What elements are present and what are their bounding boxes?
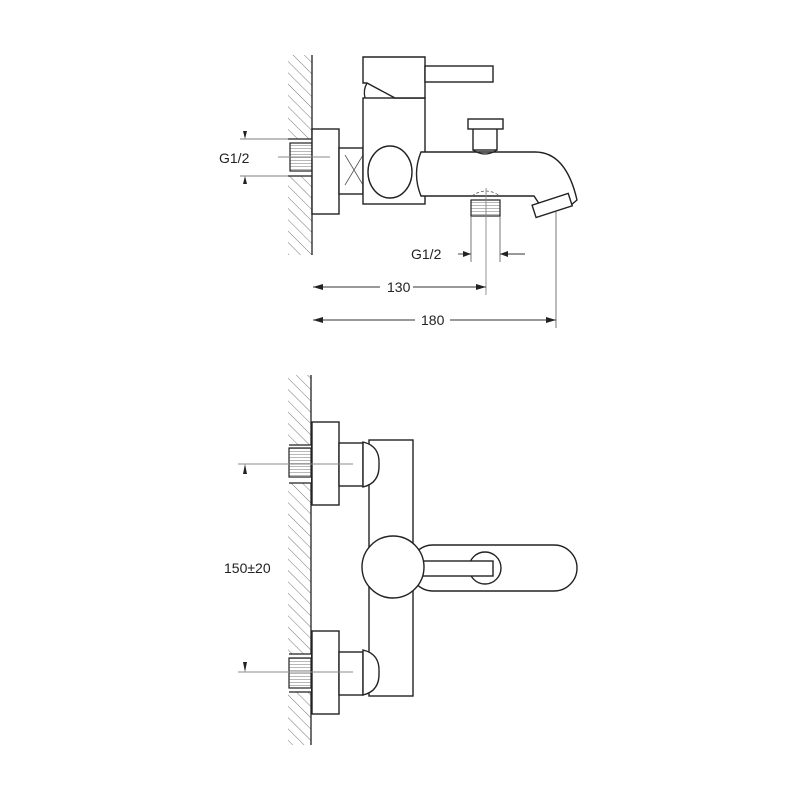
dim-arrow-up <box>243 464 247 474</box>
lever-arm <box>419 560 494 577</box>
spout-aerator <box>531 192 574 219</box>
handle-lever <box>424 65 494 83</box>
upper-connector <box>338 442 364 487</box>
lower-inlet-thread <box>288 657 312 689</box>
inlet-spacing-label: 150±20 <box>224 560 271 576</box>
upper-dome-nut <box>362 441 380 488</box>
eccentric-connector <box>338 147 364 195</box>
upper-inlet-thread <box>288 447 312 478</box>
outlet-thread <box>470 199 501 217</box>
lower-dome-nut <box>362 649 380 696</box>
dim-180-label: 180 <box>421 312 445 328</box>
spout <box>415 151 578 206</box>
dim-130-label: 130 <box>387 279 411 295</box>
wall-flange <box>311 128 340 215</box>
front-view: 150±20 <box>224 375 578 745</box>
handle-knob <box>361 535 425 599</box>
handle-cap <box>362 56 426 99</box>
inlet-thread-label: G1/2 <box>219 150 250 166</box>
lower-flange <box>311 630 340 715</box>
outlet-thread-label: G1/2 <box>411 246 442 262</box>
lower-connector <box>338 651 364 696</box>
dim-arrow-bottom <box>243 176 247 184</box>
diverter-cap <box>467 118 504 130</box>
dim-arrow-top <box>243 131 247 139</box>
diverter-stem <box>472 127 498 151</box>
diverter-knob <box>367 145 413 199</box>
top-view: G1/2 130 180 G1/2 <box>219 55 578 328</box>
dim-arrow-down <box>243 662 247 672</box>
upper-flange <box>311 421 340 506</box>
